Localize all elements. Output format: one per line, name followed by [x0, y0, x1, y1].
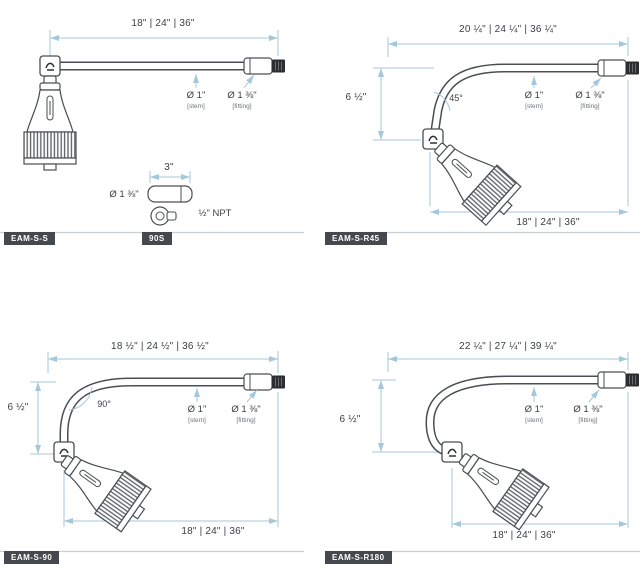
eam-s-s-stem-diameter-label: Ø 1" — [186, 90, 206, 101]
eam-s-r180-fixture-drawing — [425, 371, 640, 534]
eam-s-r45-top-dimension-label: 20 ¼" | 24 ¼" | 36 ¼" — [459, 24, 557, 35]
eam-s-90-height-dimension-label: 6 ½" — [7, 402, 29, 413]
eam-s-r45-fitting-diameter-label: Ø 1 ⅜" — [575, 90, 605, 101]
model-badge-eam-s-r45: EAM-S-R45 — [325, 232, 387, 245]
eam-s-r45-stem-note: [stem] — [525, 103, 543, 110]
eam-s-s-fitting-note: [fitting] — [232, 103, 252, 110]
eam-s-r45-fixture-drawing — [420, 59, 640, 230]
eam-s-r180-top-dimension-label: 22 ¼" | 27 ¼" | 39 ¼" — [459, 341, 557, 352]
eam-s-r180-bottom-dimension-label: 18" | 24" | 36" — [492, 530, 556, 541]
model-badge-eam-s-r180: EAM-S-R180 — [325, 551, 392, 564]
fitting-drawing — [597, 59, 640, 77]
panel-eam-s-s — [23, 30, 286, 171]
panel-90s — [147, 171, 193, 226]
eam-s-90-stem-note: [stem] — [188, 417, 206, 424]
eam-s-r180-stem-note: [stem] — [525, 417, 543, 424]
eam-s-r45-bottom-dimension-label: 18" | 24" | 36" — [516, 217, 580, 228]
eam-s-s-fixture-drawing — [23, 55, 286, 171]
eam-s-90-fitting-diameter-label: Ø 1 ⅜" — [231, 404, 261, 415]
panel-eam-s-90 — [30, 351, 286, 536]
eam-s-r180-fitting-note: [fitting] — [578, 417, 598, 424]
panel-eam-s-r45 — [373, 37, 640, 230]
eam-s-r180-dimension-lines — [372, 352, 629, 528]
model-badge-90s: 90S — [142, 232, 172, 245]
eam-s-s-stem-note: [stem] — [187, 103, 205, 110]
eam-s-s-dimension-lines — [49, 30, 279, 57]
eam-s-90-fitting-note: [fitting] — [236, 417, 256, 424]
brand-logo-icon — [441, 441, 463, 463]
eam-s-90-top-dimension-label: 18 ½" | 24 ½" | 36 ½" — [111, 341, 209, 352]
panel-eam-s-r180 — [372, 352, 640, 534]
eam-s-s-top-dimension-label: 18" | 24" | 36" — [131, 18, 195, 29]
eam-s-90-angle-label: 90° — [97, 399, 111, 409]
eam-s-r180-height-dimension-label: 6 ½" — [339, 414, 361, 425]
eam-s-r45-height-dimension-label: 6 ½" — [345, 92, 367, 103]
eam-s-r45-angle-label: 45° — [449, 93, 463, 103]
90s-length-dimension-label: 3" — [164, 162, 174, 173]
eam-s-s-fitting-diameter-label: Ø 1 ⅜" — [227, 90, 257, 101]
eam-s-r180-stem-diameter-label: Ø 1" — [524, 404, 544, 415]
fitting-drawing — [243, 373, 286, 391]
model-badge-eam-s-90: EAM-S-90 — [4, 551, 60, 564]
fitting-drawing — [597, 371, 640, 389]
eam-s-s-leader-arrows — [193, 74, 255, 89]
eam-s-90-bottom-dimension-label: 18" | 24" | 36" — [181, 526, 245, 537]
90s-diameter-label: Ø 1 ⅜" — [109, 189, 139, 200]
eam-s-r45-dimension-lines — [373, 37, 629, 215]
eam-s-90-leader-arrows — [68, 386, 258, 411]
90s-dimension-lines — [149, 171, 191, 183]
eam-s-r180-fitting-diameter-label: Ø 1 ⅜" — [573, 404, 603, 415]
eam-s-r180-leader-arrows — [531, 387, 600, 403]
lamp-head-drawing — [23, 75, 77, 171]
eam-s-r45-leader-arrows — [433, 76, 602, 112]
brand-logo-icon — [39, 55, 61, 77]
eam-s-90-stem-diameter-label: Ø 1" — [187, 404, 207, 415]
eam-s-90-fixture-drawing — [48, 373, 286, 536]
lamp-head-drawing — [446, 436, 555, 534]
eam-s-r45-fitting-note: [fitting] — [580, 103, 600, 110]
model-badge-eam-s-s: EAM-S-S — [4, 232, 56, 245]
eam-s-90-dimension-lines — [30, 351, 279, 527]
90s-part-drawing — [147, 185, 193, 226]
eam-s-r45-stem-diameter-label: Ø 1" — [524, 90, 544, 101]
fitting-drawing — [243, 57, 286, 75]
90s-thread-label: ½" NPT — [198, 208, 232, 219]
